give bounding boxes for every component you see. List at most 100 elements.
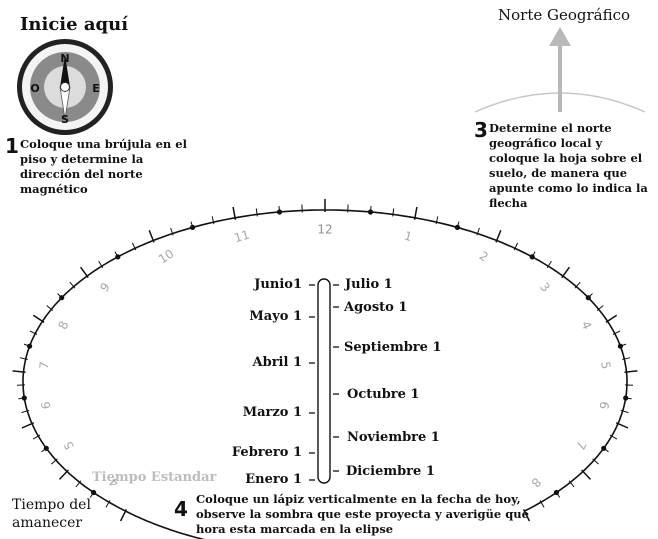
hour-label: 10: [156, 246, 176, 266]
ellipse-tick: [476, 227, 480, 236]
hour-label: 1: [402, 229, 413, 245]
ellipse-tick: [232, 206, 237, 220]
month-right-1: Julio 1: [345, 277, 393, 292]
ellipse-tick: [592, 458, 599, 465]
month-right-6: Diciembre 1: [346, 464, 435, 479]
ellipse-dot: [27, 343, 33, 349]
date-scale-bar: [317, 278, 331, 484]
ellipse-tick: [522, 508, 531, 522]
ellipse-dot: [585, 295, 591, 301]
month-left-4: Marzo 1: [242, 405, 302, 420]
standard-time-label: Tiempo Estandar: [92, 470, 217, 485]
ellipse-tick: [21, 422, 35, 429]
ellipse-tick: [392, 208, 395, 217]
hour-label: 6: [596, 400, 611, 410]
hour-label: 8: [56, 319, 72, 332]
ellipse-dot: [367, 209, 374, 215]
ellipse-tick: [131, 242, 137, 251]
ellipse-tick: [32, 434, 41, 440]
ellipse-dot: [190, 224, 196, 230]
hour-label: 9: [97, 280, 113, 295]
ellipse-tick: [622, 357, 631, 360]
ellipse-tick: [596, 305, 604, 311]
month-left-2: Mayo 1: [249, 309, 302, 324]
ellipse-dot: [59, 295, 65, 301]
ellipse-tick: [119, 508, 128, 522]
hour-label: 11: [233, 228, 252, 246]
ellipse-tick: [413, 206, 418, 220]
ellipse-tick: [170, 227, 174, 236]
compass-icon: N S E O: [17, 39, 113, 135]
ellipse-tick: [75, 480, 82, 488]
ellipse-tick: [605, 314, 618, 324]
ellipse-dot: [553, 489, 560, 496]
ellipse-tick: [581, 469, 592, 480]
ellipse-tick: [620, 409, 629, 414]
ellipse-tick: [58, 469, 69, 480]
ellipse-tick: [148, 230, 155, 243]
ellipse-dot: [529, 254, 535, 260]
month-right-4: Octubre 1: [347, 387, 420, 402]
ellipse-tick: [513, 242, 519, 251]
hour-label: 7: [573, 439, 589, 452]
compass-s: S: [61, 113, 69, 126]
step-4-text: Coloque un lápiz verticalmente en la fec…: [196, 492, 529, 536]
month-right-5: Noviembre 1: [347, 430, 440, 445]
ellipse-tick: [19, 357, 28, 360]
month-right-3: Septiembre 1: [344, 340, 442, 355]
ellipse-tick: [615, 422, 629, 429]
ellipse-tick: [32, 314, 45, 324]
month-left-3: Abril 1: [252, 355, 302, 370]
month-right-2: Agosto 1: [344, 300, 408, 315]
step-1-text: Coloque una brújula en el piso y determi…: [20, 137, 187, 196]
date-ticks: [309, 284, 339, 481]
month-left-6: Enero 1: [245, 472, 302, 487]
compass-e: E: [92, 82, 100, 95]
ellipse-dot: [91, 489, 97, 496]
ellipse-tick: [12, 370, 26, 373]
ellipse-tail: [125, 510, 205, 539]
ellipse-dot: [276, 209, 283, 215]
step-1-number: 1: [5, 134, 19, 158]
ellipse-tick: [69, 281, 76, 289]
ellipse-tick: [495, 230, 502, 243]
ellipse-tick: [574, 281, 581, 289]
north-label: Norte Geográfico: [498, 6, 631, 24]
step-3-text: Determine el norte geográfico local y co…: [489, 121, 648, 210]
ellipse-dot: [115, 254, 121, 260]
ellipse-dot: [21, 395, 27, 401]
north-arrow: [474, 27, 646, 113]
ellipse-tick: [21, 409, 30, 414]
ellipse-tick: [539, 500, 545, 508]
hour-label: 2: [477, 249, 491, 265]
ellipse-tick: [612, 330, 621, 335]
hour-label: 12: [317, 223, 332, 237]
ellipse-dot: [617, 343, 624, 349]
compass-n: N: [60, 52, 69, 65]
ellipse-tick: [561, 266, 571, 279]
hour-label: 5: [598, 361, 613, 370]
hour-label: 8: [528, 475, 543, 490]
hour-label: 4: [579, 319, 595, 332]
sunrise-time-label: Tiempo del amanecer: [12, 497, 91, 531]
compass-o: O: [30, 82, 39, 95]
ellipse-tick: [546, 260, 552, 269]
ellipse-tick: [624, 370, 638, 373]
ellipse-tick: [255, 208, 258, 217]
ellipse-tick: [105, 500, 111, 508]
step-3-number: 3: [474, 118, 488, 142]
ellipse-tick: [568, 480, 575, 488]
hour-label: 5: [61, 439, 77, 452]
ellipse-dot: [454, 224, 460, 230]
page-title: Inicie aquí: [20, 14, 129, 35]
ellipse-tick: [29, 330, 38, 335]
ellipse-tick: [435, 216, 439, 225]
month-left-1: Junio1: [254, 277, 302, 292]
ellipse-tick: [79, 266, 89, 279]
hour-label: 7: [37, 361, 52, 370]
ellipse-tick: [51, 458, 58, 465]
ellipse-tick: [609, 434, 618, 440]
ellipse-tick: [211, 216, 215, 225]
ellipse-dot: [601, 445, 607, 451]
